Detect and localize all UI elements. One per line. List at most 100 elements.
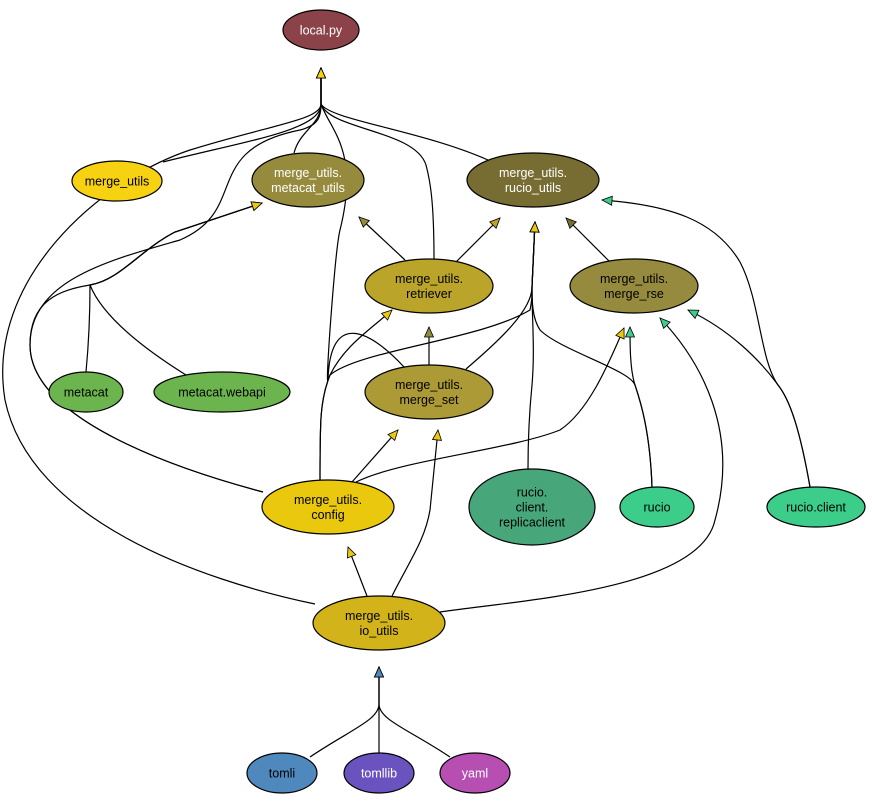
- edge-io-utils-to-merge-rse-arrowhead: [659, 317, 671, 330]
- node-retriever-label-line-2: retriever: [406, 287, 452, 301]
- node-config-label-line-1: merge_utils.: [294, 493, 362, 507]
- edge-config-to-retriever: [319, 309, 393, 481]
- edge-rucio-client-to-rucio-utils-arrowhead: [601, 195, 613, 206]
- node-tomllib[interactable]: tomllib: [343, 752, 415, 794]
- edge-config-to-metacat-utils: [29, 201, 264, 493]
- edge-merge-rse-to-rucio-utils-arrowhead: [565, 217, 577, 229]
- node-rucio-utils-label-line-2: rucio_utils: [505, 181, 561, 195]
- node-rucio-client[interactable]: rucio.client: [766, 486, 866, 528]
- node-merge-set-label-line-1: merge_utils.: [395, 378, 463, 392]
- node-yaml[interactable]: yaml: [439, 752, 511, 794]
- edge-merge-rse-to-rucio-utils: [565, 217, 611, 263]
- node-io-utils[interactable]: merge_utils.io_utils: [312, 595, 446, 651]
- node-local-py-label-line-1: local.py: [300, 24, 343, 38]
- edges-layer: [2, 67, 811, 758]
- node-replicaclient-label-line-3: replicaclient: [499, 516, 566, 530]
- edge-io-utils-to-merge-set-arrowhead: [431, 429, 443, 441]
- node-yaml-label-line-1: yaml: [462, 767, 488, 781]
- node-rucio[interactable]: rucio: [619, 486, 695, 528]
- edge-rucio-client-to-rucio-utils-line: [601, 199, 811, 488]
- edge-merge-set-to-local-py-line: [320, 68, 405, 381]
- node-io-utils-label-line-1: merge_utils.: [345, 609, 413, 623]
- node-retriever[interactable]: merge_utils.retriever: [364, 258, 494, 314]
- edge-metacat-webapi-to-metacat-utils-arrowhead: [250, 201, 263, 212]
- edge-rucio-client-to-merge-rse-arrowhead: [687, 309, 700, 320]
- edge-io-utils-to-config: [346, 546, 368, 597]
- node-yaml-ellipse: [439, 752, 511, 794]
- edge-rucio-utils-to-local-py: [315, 67, 489, 161]
- edge-retriever-to-local-py-line: [320, 68, 435, 261]
- edge-metacat-webapi-to-metacat-utils: [89, 201, 263, 376]
- edge-merge-utils-to-local-py: [162, 67, 327, 163]
- edge-merge-set-to-retriever: [423, 326, 435, 365]
- node-rucio-client-label-line-1: rucio.client: [786, 501, 846, 515]
- edge-retriever-to-metacat-utils-arrowhead: [358, 216, 371, 228]
- node-retriever-ellipse: [364, 258, 494, 314]
- node-metacat[interactable]: metacat: [48, 371, 124, 413]
- node-merge-set[interactable]: merge_utils.merge_set: [364, 364, 494, 420]
- node-merge-utils[interactable]: merge_utils: [71, 160, 163, 202]
- edge-config-to-merge-set: [351, 429, 399, 483]
- node-config-label-line-2: config: [311, 508, 344, 522]
- node-metacat-utils-ellipse: [251, 152, 365, 208]
- edge-io-utils-to-merge-rse: [439, 317, 724, 613]
- node-tomli-ellipse: [246, 752, 318, 794]
- edge-config-to-local-py: [29, 67, 327, 493]
- node-replicaclient[interactable]: rucio.client.replicaclient: [468, 468, 596, 546]
- node-metacat-ellipse: [48, 371, 124, 413]
- node-io-utils-ellipse: [312, 595, 446, 651]
- edge-config-to-merge-rse-arrowhead: [615, 327, 625, 340]
- node-rucio-utils-ellipse: [466, 152, 600, 208]
- node-merge-rse-ellipse: [569, 258, 699, 314]
- node-metacat-webapi[interactable]: metacat.webapi: [153, 371, 291, 413]
- node-local-py-ellipse: [282, 9, 360, 51]
- node-metacat-webapi-label-line-1: metacat.webapi: [178, 386, 266, 400]
- edge-replicaclient-to-rucio-utils-line: [527, 221, 536, 470]
- edge-config-to-retriever-arrowhead: [380, 309, 393, 321]
- node-tomllib-ellipse: [343, 752, 415, 794]
- edge-rucio-to-rucio-utils-arrowhead: [529, 221, 540, 233]
- node-tomli[interactable]: tomli: [246, 752, 318, 794]
- edge-rucio-to-merge-rse: [624, 326, 653, 488]
- edge-io-utils-to-merge-set: [391, 429, 443, 597]
- edge-config-to-merge-rse: [355, 327, 625, 483]
- edge-rucio-to-merge-rse-line: [629, 326, 653, 488]
- edge-retriever-to-rucio-utils: [455, 217, 501, 263]
- edge-yaml-to-io-utils: [373, 666, 451, 758]
- edge-config-to-retriever-line: [319, 309, 393, 481]
- edge-io-utils-to-local-py-line: [2, 68, 322, 605]
- edge-rucio-utils-to-local-py-line: [320, 68, 489, 161]
- edge-config-to-merge-set-line: [351, 429, 399, 483]
- node-metacat-utils[interactable]: merge_utils.metacat_utils: [251, 152, 365, 208]
- edge-rucio-client-to-rucio-utils: [601, 195, 811, 488]
- edge-retriever-to-metacat-utils-line: [358, 216, 406, 261]
- node-rucio-utils-label-line-1: merge_utils.: [499, 166, 567, 180]
- edge-config-to-merge-rse-line: [355, 327, 625, 483]
- edge-io-utils-to-merge-set-line: [391, 429, 439, 597]
- node-local-py[interactable]: local.py: [282, 9, 360, 51]
- node-config[interactable]: merge_utils.config: [261, 479, 395, 535]
- edge-retriever-to-metacat-utils: [358, 216, 406, 261]
- edge-yaml-to-io-utils-line: [378, 667, 451, 758]
- node-rucio-utils[interactable]: merge_utils.rucio_utils: [466, 152, 600, 208]
- node-replicaclient-ellipse: [468, 468, 596, 546]
- node-rucio-client-ellipse: [766, 486, 866, 528]
- nodes-layer: local.pymerge_utilsmerge_utils.metacat_u…: [48, 9, 866, 794]
- node-merge-rse-label-line-1: merge_utils.: [600, 272, 668, 286]
- edge-rucio-client-to-merge-rse: [687, 309, 811, 488]
- node-tomllib-label-line-1: tomllib: [361, 767, 397, 781]
- edge-merge-set-to-local-py-arrowhead: [315, 67, 327, 79]
- edge-metacat-to-metacat-utils-line: [85, 202, 263, 373]
- node-io-utils-label-line-2: io_utils: [360, 624, 399, 638]
- node-merge-rse-label-line-2: merge_rse: [604, 287, 664, 301]
- node-merge-rse[interactable]: merge_utils.merge_rse: [569, 258, 699, 314]
- edge-metacat-webapi-to-metacat-utils-line: [89, 202, 263, 376]
- edge-io-utils-to-merge-rse-line: [439, 317, 724, 613]
- node-rucio-ellipse: [619, 486, 695, 528]
- edge-merge-set-to-retriever-arrowhead: [423, 326, 435, 338]
- edge-rucio-to-merge-rse-arrowhead: [624, 326, 636, 338]
- node-metacat-utils-label-line-2: metacat_utils: [271, 181, 345, 195]
- edge-config-to-merge-set-arrowhead: [387, 429, 399, 442]
- edge-merge-utils-to-local-py-line: [162, 68, 322, 163]
